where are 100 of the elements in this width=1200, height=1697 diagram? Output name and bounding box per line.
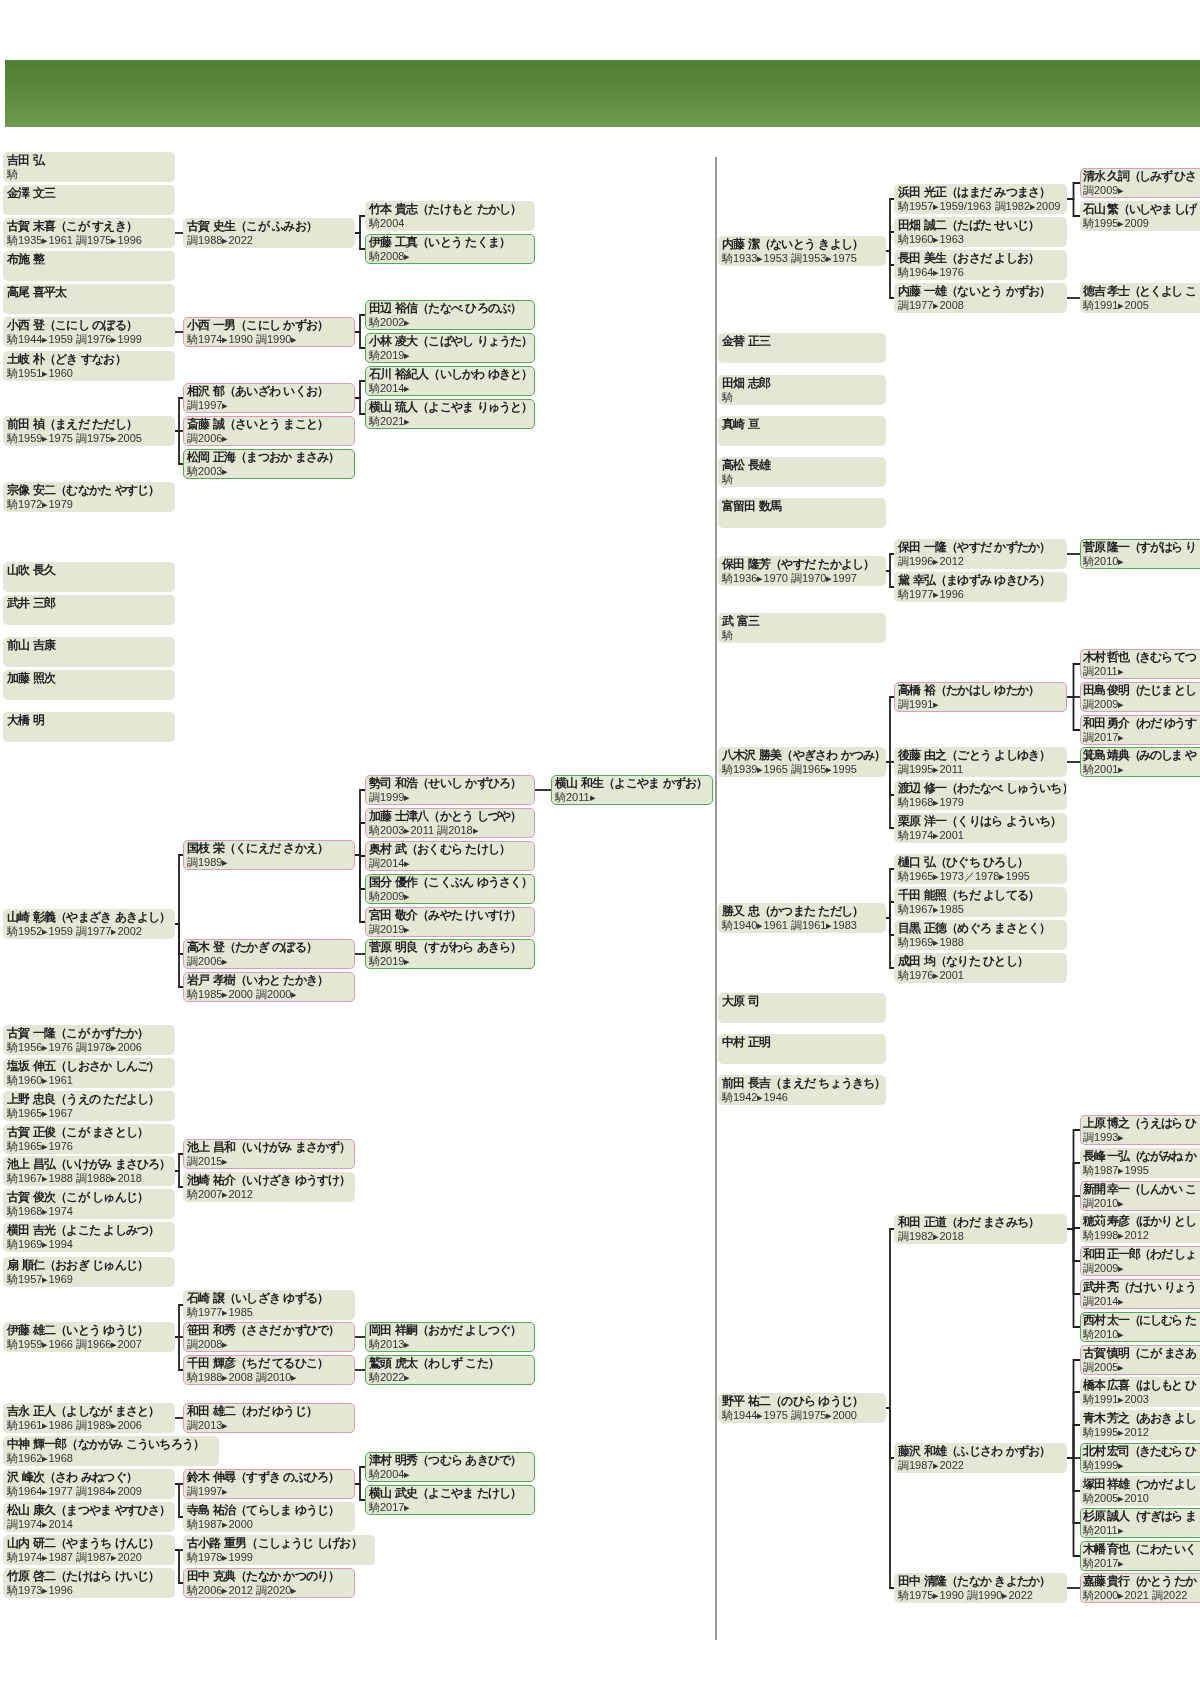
name-text: 八木沢 勝美（やぎさわ かつみ）	[722, 748, 882, 763]
name-text: 千田 能照（ちだ よしてる）	[898, 888, 1041, 903]
career-text: 調2014▸	[1083, 1295, 1126, 1307]
person-card	[183, 840, 355, 870]
career-text: 騎2001▸	[1083, 763, 1126, 775]
career-text: 調1989▸	[187, 856, 230, 868]
career-text: 騎1959▸1966 調1966▸2007	[7, 1338, 143, 1350]
person-card	[1080, 1508, 1200, 1538]
person-card	[183, 1568, 355, 1598]
person-card	[183, 383, 355, 413]
career-text: 騎2000▸2021 調2022	[1083, 1589, 1189, 1601]
career-text: 騎2004	[369, 217, 406, 229]
person-card	[3, 1025, 175, 1055]
name-text: 吉田 弘	[7, 153, 46, 168]
person-card	[894, 780, 1067, 810]
person-card	[3, 1124, 175, 1154]
person-card	[183, 218, 355, 248]
name-text: 石川 裕紀人（いしかわ ゆきと）	[369, 367, 531, 382]
career-text: 騎1975▸1990 調1990▸2022	[898, 1589, 1034, 1601]
name-text: 池崎 祐介（いけざき ゆうすけ）	[187, 1173, 351, 1188]
career-text: 調2006▸	[187, 432, 230, 444]
person-card	[1080, 747, 1200, 777]
career-text: 騎2019▸	[369, 349, 412, 361]
name-text: 和田 正道（わだ まさみち）	[898, 1215, 1041, 1230]
person-card	[3, 185, 175, 215]
person-card	[718, 416, 886, 446]
name-text: 目黒 正徳（めぐろ まさとく）	[898, 921, 1052, 936]
career-text: 調2006▸	[187, 955, 230, 967]
person-card	[365, 300, 535, 330]
name-text: 伊藤 雄二（いとう ゆうじ）	[7, 1323, 150, 1338]
name-text: 竹原 啓二（たけはら けいじ）	[7, 1569, 161, 1584]
name-text: 奥村 武（おくむら たけし）	[369, 842, 512, 857]
name-text: 千田 輝彦（ちだ てるひこ）	[187, 1356, 330, 1371]
career-text: 調1995▸2011	[898, 763, 965, 775]
career-text: 騎1964▸1977 調1984▸2009	[7, 1485, 143, 1497]
person-card	[183, 1139, 355, 1169]
name-text: 保田 一隆（やすだ かずたか）	[898, 540, 1052, 555]
person-card	[894, 283, 1067, 313]
career-text: 騎1974▸1987 調1987▸2020	[7, 1551, 143, 1563]
career-text: 調1977▸2008	[898, 299, 965, 311]
person-card	[894, 1214, 1067, 1244]
name-text: 田辺 裕信（たなべ ひろのぶ）	[369, 301, 523, 316]
person-card	[1080, 539, 1200, 569]
career-text: 騎1969▸1988	[898, 936, 965, 948]
name-text: 徳吉 孝士（とくよし こ	[1083, 284, 1197, 299]
person-card	[894, 920, 1067, 950]
career-text: 調1997▸	[187, 399, 230, 411]
person-card	[1080, 715, 1200, 745]
person-card	[3, 1469, 175, 1499]
career-text: 騎2011▸	[555, 791, 597, 803]
name-text: 山吹 長久	[7, 563, 57, 578]
person-card	[718, 236, 886, 266]
person-card	[551, 775, 713, 805]
career-text: 騎1960▸1963	[898, 233, 965, 245]
name-text: 古小路 重男（こしょうじ しげお）	[187, 1536, 363, 1551]
career-text: 騎2017▸	[1083, 1557, 1126, 1569]
person-card	[3, 284, 175, 314]
person-card	[365, 874, 535, 904]
career-text: 騎1968▸1979	[898, 796, 965, 808]
career-text: 騎1977▸1996	[898, 588, 965, 600]
person-card	[183, 317, 355, 347]
connector-line	[354, 953, 366, 955]
career-text: 騎1976▸2001	[898, 969, 965, 981]
career-text: 騎2002▸	[369, 316, 412, 328]
name-text: 田中 清隆（たなか きよたか）	[898, 1574, 1052, 1589]
person-card	[894, 854, 1067, 884]
career-text: 騎1978▸1999	[187, 1551, 254, 1563]
person-card	[183, 939, 355, 969]
career-text: 調2014▸	[369, 857, 412, 869]
person-card	[894, 217, 1067, 247]
career-text: 騎2010▸	[1083, 555, 1126, 567]
name-text: 塩坂 伸五（しおさか しんご）	[7, 1059, 161, 1074]
name-text: 斎藤 誠（さいとう まこと）	[187, 417, 330, 432]
name-text: 前山 吉康	[7, 638, 57, 653]
name-text: 金替 正三	[722, 334, 772, 349]
career-text: 調2015▸	[187, 1155, 230, 1167]
person-card	[3, 1257, 175, 1287]
connector-line	[174, 1483, 184, 1518]
name-text: 高橋 裕（たかはし ゆたか）	[898, 683, 1041, 698]
career-text: 騎1961▸1986 調1989▸2006	[7, 1419, 143, 1431]
name-text: 横田 吉光（よこた よしみつ）	[7, 1223, 161, 1238]
name-text: 木村 哲也（きむら てつ	[1083, 650, 1197, 665]
person-card	[3, 1403, 175, 1433]
connector-line	[1066, 1587, 1081, 1589]
connector-line	[1066, 297, 1081, 299]
person-card	[183, 1322, 355, 1352]
career-text: 騎	[722, 629, 734, 641]
name-text: 和田 雄二（わだ ゆうじ）	[187, 1404, 318, 1419]
person-card	[365, 333, 535, 363]
connector-line	[174, 232, 184, 234]
career-text: 騎2008▸	[369, 250, 412, 262]
name-text: 菅原 明良（すがわら あきら）	[369, 940, 523, 955]
name-text: 小西 登（こにし のぼる）	[7, 318, 138, 333]
person-card	[3, 416, 175, 446]
name-text: 加藤 照次	[7, 671, 57, 686]
career-text: 調1974▸2014	[7, 1518, 74, 1530]
career-text: 調2019▸	[369, 923, 412, 935]
person-card	[894, 747, 1067, 777]
name-text: 成田 均（なりた ひとし）	[898, 954, 1029, 969]
career-text: 騎1936▸1970 調1970▸1997	[722, 572, 858, 584]
